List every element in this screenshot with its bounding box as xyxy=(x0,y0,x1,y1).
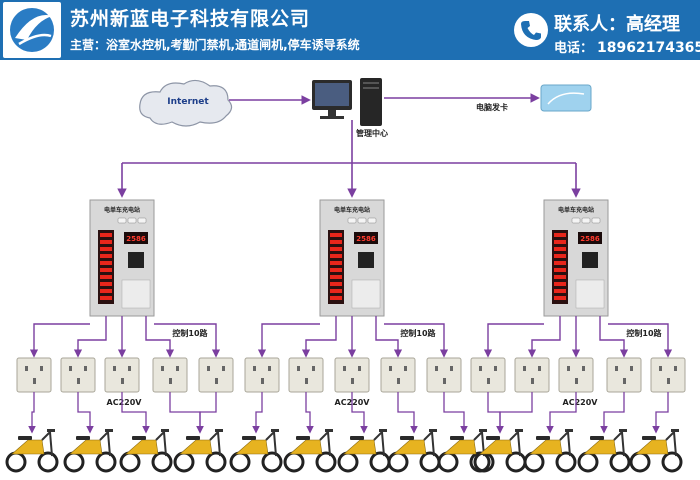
outlet-to-scooter-connector xyxy=(196,392,217,434)
electric-scooter xyxy=(63,429,117,473)
electric-scooter xyxy=(387,429,441,473)
phone-label: 电话： xyxy=(554,41,594,56)
outlet-to-scooter-connector xyxy=(652,392,669,434)
internet-cloud xyxy=(139,79,233,127)
electric-scooter xyxy=(283,429,337,473)
station-3-title: 电单车充电站 xyxy=(558,206,594,214)
business-line: 主营：浴室水控机,考勤门禁机,通道闸机,停车诱导系统 xyxy=(70,38,360,52)
electric-scooter xyxy=(629,429,683,473)
logo-swoosh-icon xyxy=(10,8,54,52)
station-1-control-label: 控制10路 xyxy=(172,328,208,338)
power-outlet xyxy=(606,357,642,393)
management-center-label: 管理中心 xyxy=(356,128,388,138)
power-outlet xyxy=(650,357,686,393)
station-1-outlet-connectors xyxy=(29,316,221,358)
power-outlet xyxy=(334,357,370,393)
outlet-to-scooter-connector xyxy=(77,392,94,434)
charging-station-3: 电单车充电站 2586 xyxy=(543,199,609,317)
electric-scooter xyxy=(119,429,173,473)
card-issuing-label: 电脑发卡 xyxy=(476,102,508,112)
power-outlet xyxy=(470,357,506,393)
station-1-voltage-label: AC220V xyxy=(107,398,143,407)
station-3-display: 2586 xyxy=(580,235,600,243)
station-2-title: 电单车充电站 xyxy=(334,206,370,214)
electric-scooter xyxy=(337,429,391,473)
outlet-to-scooter-connector xyxy=(252,392,263,434)
outlet-to-scooter-connector xyxy=(487,392,504,434)
electric-scooter xyxy=(5,429,59,473)
power-outlet xyxy=(60,357,96,393)
outlet-to-scooter-connector xyxy=(443,392,468,434)
outlet-to-scooter-connector xyxy=(496,392,533,434)
station-1-title: 电单车充电站 xyxy=(104,206,140,214)
management-computer xyxy=(312,78,382,126)
power-outlet xyxy=(288,357,324,393)
electric-scooter xyxy=(437,429,491,473)
outlet-to-scooter-connector xyxy=(121,392,150,434)
header-banner: 苏州新蓝电子科技有限公司 主营：浴室水控机,考勤门禁机,通道闸机,停车诱导系统 … xyxy=(0,0,700,60)
phone-icon xyxy=(514,13,548,47)
company-logo xyxy=(3,2,61,58)
power-outlet xyxy=(198,357,234,393)
electric-scooter xyxy=(523,429,577,473)
electric-scooter xyxy=(229,429,283,473)
phone-number: 18962174365 xyxy=(597,40,700,56)
outlet-to-scooter-connector xyxy=(397,392,418,434)
outlet-to-scooter-connector xyxy=(546,392,577,434)
outlet-to-scooter-connector xyxy=(305,392,314,434)
station-3-outlet-connectors xyxy=(483,316,673,358)
power-outlet xyxy=(558,357,594,393)
outlet-to-scooter-connector xyxy=(351,392,368,434)
power-outlet xyxy=(152,357,188,393)
station-2-display: 2586 xyxy=(356,235,376,243)
outlet-group xyxy=(16,357,686,434)
charging-station-1: 电单车充电站 2586 xyxy=(89,199,155,317)
station-1-display: 2586 xyxy=(126,235,146,243)
power-outlet xyxy=(380,357,416,393)
power-outlet xyxy=(514,357,550,393)
station-3-control-label: 控制10路 xyxy=(626,328,662,338)
electric-scooter xyxy=(173,429,227,473)
power-outlet xyxy=(244,357,280,393)
internet-label: Internet xyxy=(167,97,209,107)
station-2-control-label: 控制10路 xyxy=(400,328,436,338)
electric-scooter xyxy=(577,429,631,473)
outlet-to-scooter-connector xyxy=(28,392,36,434)
station-2-outlet-connectors xyxy=(257,316,449,358)
contact-person: 联系人：高经理 xyxy=(554,14,680,35)
outlet-to-scooter-connector xyxy=(600,392,625,434)
power-outlet xyxy=(426,357,462,393)
outlet-to-scooter-connector xyxy=(169,392,204,434)
power-outlet xyxy=(16,357,52,393)
power-outlet xyxy=(104,357,140,393)
charging-station-2: 电单车充电站 2586 xyxy=(319,199,385,317)
station-3-voltage-label: AC220V xyxy=(563,398,599,407)
card-reader-device xyxy=(540,84,592,112)
contact-phone: 电话：18962174365 xyxy=(554,37,700,56)
scooter-group xyxy=(5,429,683,473)
system-diagram: Internet 管理中心 电脑发卡 电单车充电站 xyxy=(5,78,686,473)
company-name: 苏州新蓝电子科技有限公司 xyxy=(70,8,311,30)
